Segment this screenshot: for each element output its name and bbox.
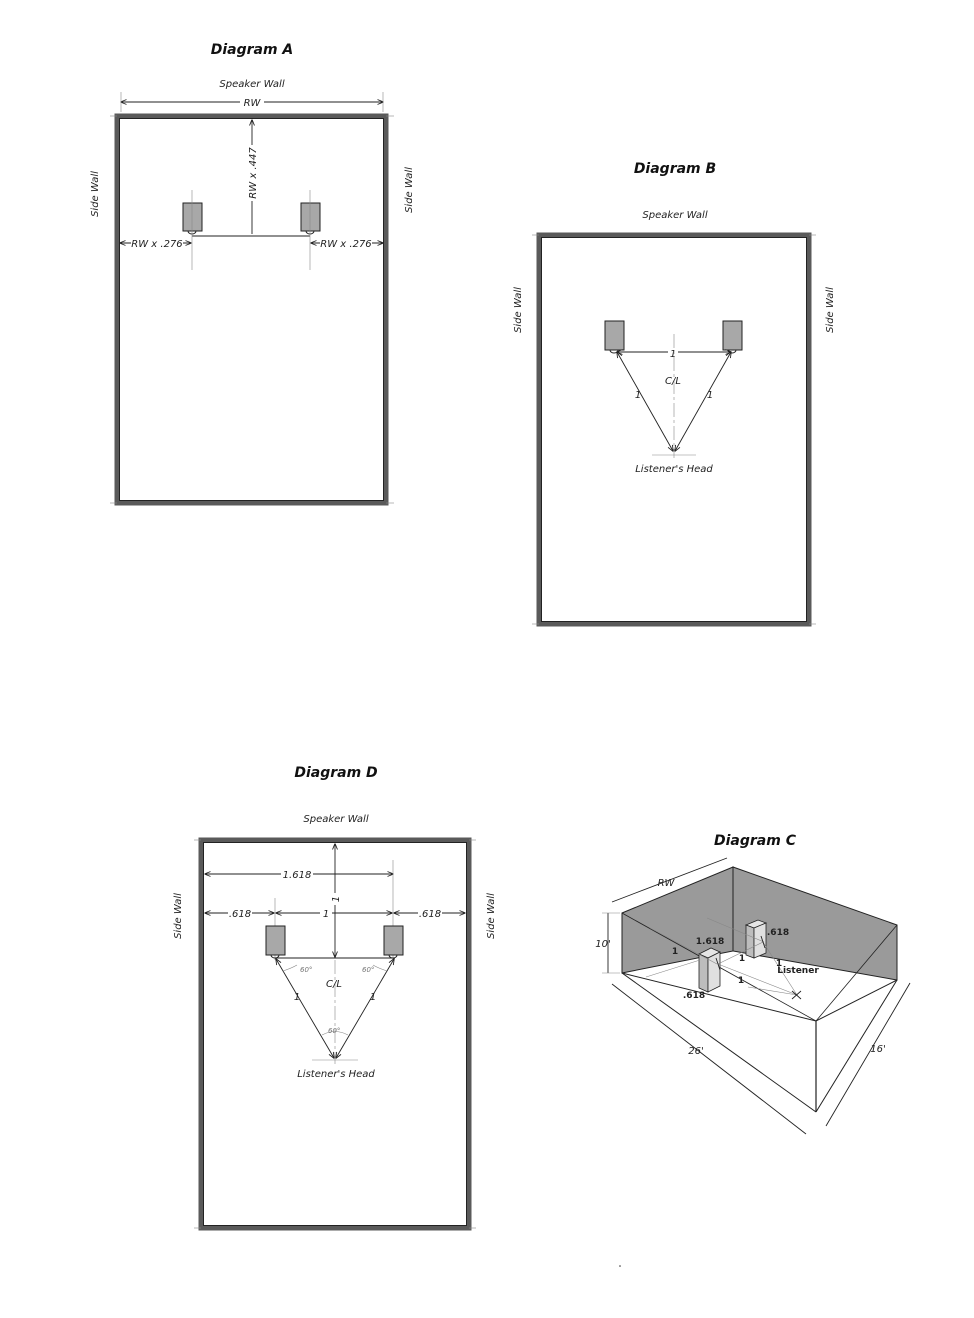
diagram-d: Diagram D Speaker Wall Side Wall Side Wa… — [173, 765, 497, 1231]
stray-dot — [619, 1265, 621, 1267]
diagram-c-one-c-label: 1 — [776, 959, 782, 969]
diagram-c: Diagram C RW 10' 26' 16' — [595, 833, 911, 1135]
diagram-c-width-dimension — [825, 982, 911, 1127]
diagram-b-title: Diagram B — [634, 161, 716, 177]
diagram-c-speaker-link — [717, 941, 764, 965]
diagram-c-listener-guide — [747, 986, 798, 996]
diagram-c-front-guide — [649, 927, 718, 965]
diagram-d-angle-arc-right — [372, 964, 388, 972]
diagram-b: Diagram B Speaker Wall Side Wall Side Wa… — [513, 161, 836, 627]
diagram-d-side-wall-right-label: Side Wall — [486, 893, 497, 939]
diagram-b-speaker-wall-label: Speaker Wall — [642, 210, 707, 221]
diagram-c-golden-label: 1.618 — [696, 937, 724, 947]
diagram-d-angle-bottom-label: 60° — [328, 1027, 340, 1035]
diagram-c-top-guide — [706, 917, 765, 943]
diagram-d-right-side — [336, 959, 394, 1058]
diagram-d-right-speaker — [383, 925, 404, 956]
diagram-b-centerline-label: C/L — [665, 376, 681, 387]
diagram-a-speaker-wall-label: Speaker Wall — [219, 79, 284, 90]
diagram-a-rw-label: RW — [244, 98, 262, 109]
diagram-b-side-wall-left-label: Side Wall — [513, 287, 524, 333]
diagram-a-left-offset-label: RW x .276 — [131, 239, 182, 250]
diagram-c-one-b-label: 1 — [739, 954, 745, 964]
diagram-c-listener-label: Listener — [777, 966, 819, 976]
diagram-d-depth-label: 1 — [331, 896, 342, 902]
diagram-b-listener-label: Listener's Head — [635, 464, 713, 475]
diagram-c-one-d-label: 1 — [738, 976, 744, 986]
diagram-c-rear-speaker — [744, 919, 768, 959]
diagram-a-side-wall-left-label: Side Wall — [90, 171, 101, 217]
diagram-b-side-wall-right-label: Side Wall — [825, 287, 836, 333]
diagram-d-title: Diagram D — [294, 765, 377, 781]
diagram-d-angle-arc-left — [282, 964, 298, 972]
diagram-c-rear-listener-link — [762, 941, 798, 996]
diagram-b-left-speaker — [604, 320, 625, 351]
diagram-d-centerline-label: C/L — [326, 979, 342, 990]
diagram-a-right-offset-label: RW x .276 — [320, 239, 371, 250]
diagram-b-right-side — [675, 352, 731, 451]
diagram-b-right-side-label: 1 — [707, 390, 713, 401]
diagram-a-right-speaker — [300, 202, 321, 232]
diagram-b-room — [536, 232, 812, 627]
diagram-c-front-speaker — [698, 947, 721, 993]
diagram-c-length-dimension — [611, 983, 807, 1135]
diagram-d-angle-left-label: 60° — [300, 966, 312, 974]
diagram-c-length-label: 26' — [688, 1046, 703, 1057]
diagram-d-listener-label: Listener's Head — [297, 1069, 375, 1080]
diagram-d-left-side-label: 1 — [294, 992, 300, 1003]
diagram-a: Diagram A Speaker Wall RW Side Wall Side… — [90, 42, 415, 506]
diagram-d-middle-label: 1 — [323, 909, 329, 920]
diagram-c-rw-label: RW — [658, 878, 676, 889]
diagram-c-rw-dimension — [611, 857, 728, 903]
diagram-d-angle-right-label: 60° — [362, 966, 374, 974]
diagram-b-left-side — [617, 352, 673, 451]
diagram-c-gap-side-label: .618 — [767, 928, 789, 938]
diagram-c-width-label: 16' — [870, 1044, 885, 1055]
diagram-d-room — [198, 837, 472, 1231]
diagram-d-speaker-wall-label: Speaker Wall — [303, 814, 368, 825]
diagram-d-left-side — [276, 959, 334, 1058]
diagram-c-title: Diagram C — [714, 833, 797, 849]
diagram-c-one-a-label: 1 — [672, 947, 678, 957]
diagram-a-side-wall-right-label: Side Wall — [404, 167, 415, 213]
diagram-b-right-speaker — [722, 320, 743, 351]
diagram-a-title: Diagram A — [211, 42, 294, 58]
diagram-d-wide-label: 1.618 — [283, 870, 312, 881]
diagram-a-left-speaker — [182, 202, 203, 232]
diagram-a-room — [114, 113, 389, 506]
diagram-c-listener-mark — [791, 990, 802, 1000]
diagram-b-left-side-label: 1 — [635, 390, 641, 401]
diagram-c-front-listener-link — [717, 963, 798, 996]
diagram-a-depth-label: RW x .447 — [248, 147, 259, 199]
diagram-c-gap-front-label: .618 — [683, 991, 705, 1001]
diagram-d-right-side-label: 1 — [370, 992, 376, 1003]
diagram-d-left-speaker — [265, 925, 286, 956]
diagram-d-side-wall-left-label: Side Wall — [173, 893, 184, 939]
diagram-c-height-label: 10' — [595, 939, 610, 950]
diagram-c-floor-guide — [645, 959, 701, 978]
diagram-d-left-gap-label: .618 — [229, 909, 251, 920]
diagram-b-between-label: 1 — [670, 349, 676, 360]
diagram-d-right-gap-label: .618 — [419, 909, 441, 920]
